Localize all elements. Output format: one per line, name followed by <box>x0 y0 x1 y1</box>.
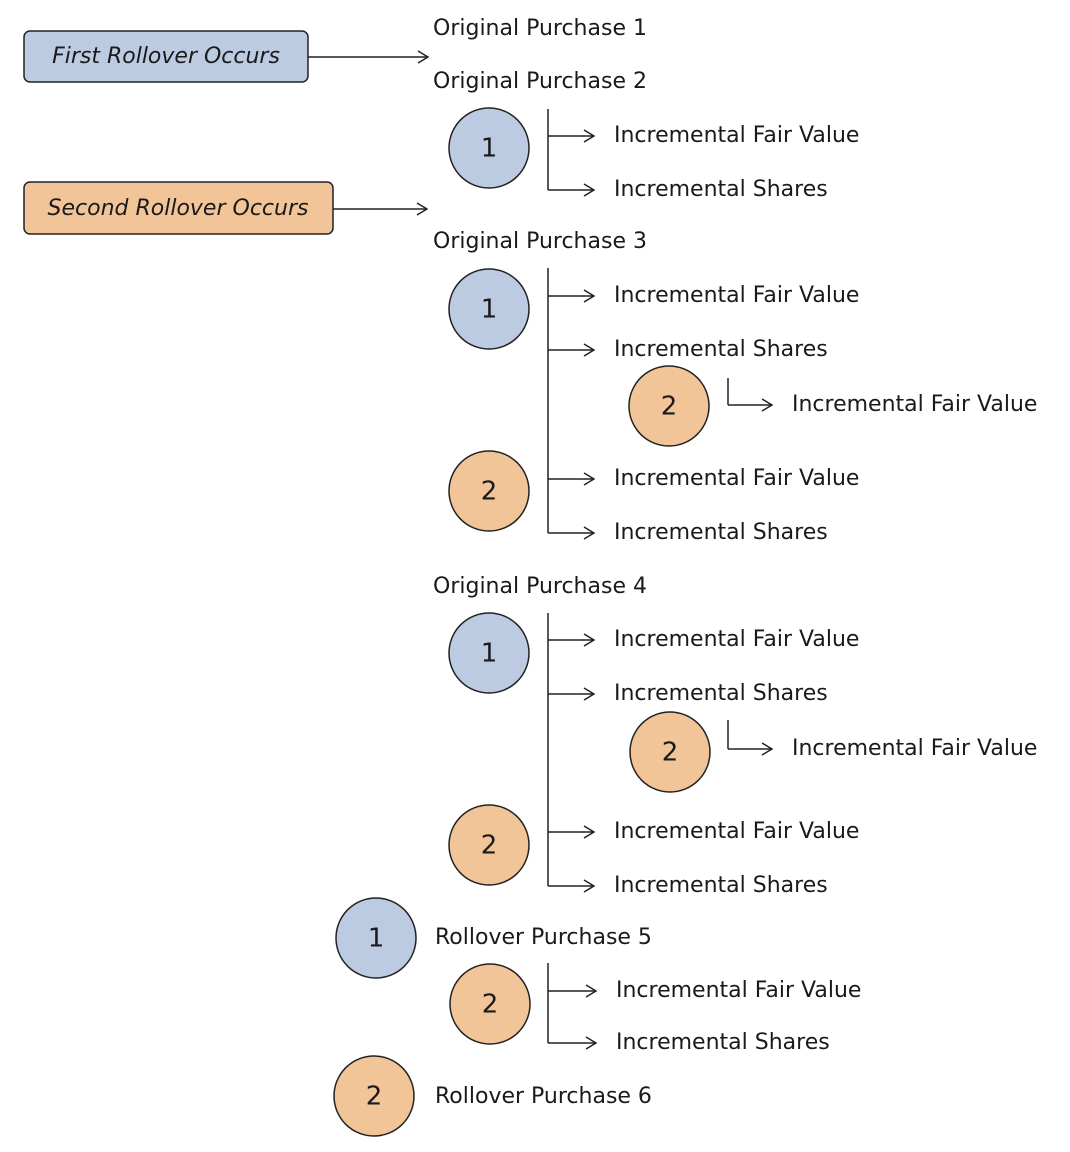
marker-number: 2 <box>481 831 498 861</box>
second-rollover-callout: Second Rollover Occurs <box>23 181 334 235</box>
heading-original-purchase-1: Original Purchase 1 <box>433 16 647 41</box>
heading-rollover-purchase-6: Rollover Purchase 6 <box>435 1084 652 1109</box>
second-rollover-label: Second Rollover Occurs <box>48 196 309 221</box>
marker-number: 2 <box>482 990 499 1020</box>
rollover-1-marker: 1 <box>448 612 530 694</box>
marker-number: 2 <box>662 738 679 768</box>
fair-value-label: Incremental Fair Value <box>614 123 859 148</box>
marker-number: 1 <box>481 134 498 164</box>
shares-label: Incremental Shares <box>614 177 828 202</box>
marker-number: 1 <box>481 639 498 669</box>
heading-original-purchase-4: Original Purchase 4 <box>433 574 647 599</box>
fair-value-label: Incremental Fair Value <box>616 978 861 1003</box>
fair-value-label: Incremental Fair Value <box>614 283 859 308</box>
rollover-2-marker: 2 <box>629 711 711 793</box>
first-rollover-label: First Rollover Occurs <box>52 44 280 69</box>
heading-original-purchase-2: Original Purchase 2 <box>433 69 647 94</box>
rollover-1-marker: 1 <box>448 268 530 350</box>
shares-label: Incremental Shares <box>614 681 828 706</box>
shares-label: Incremental Shares <box>614 337 828 362</box>
marker-number: 1 <box>368 924 385 954</box>
shares-label: Incremental Shares <box>614 873 828 898</box>
fair-value-label: Incremental Fair Value <box>614 466 859 491</box>
rollover-2-marker: 2 <box>449 963 531 1045</box>
fair-value-label: Incremental Fair Value <box>614 627 859 652</box>
shares-label: Incremental Shares <box>616 1030 830 1055</box>
marker-number: 2 <box>661 392 678 422</box>
first-rollover-callout: First Rollover Occurs <box>23 30 309 83</box>
heading-rollover-purchase-5: Rollover Purchase 5 <box>435 925 652 950</box>
branch-arrows <box>548 136 772 1043</box>
marker-number: 2 <box>481 477 498 507</box>
rollover-2-marker: 2 <box>448 450 530 532</box>
fair-value-label: Incremental Fair Value <box>792 392 1037 417</box>
marker-number: 2 <box>366 1082 383 1112</box>
shares-label: Incremental Shares <box>614 520 828 545</box>
fair-value-label: Incremental Fair Value <box>792 736 1037 761</box>
marker-number: 1 <box>481 295 498 325</box>
rollover-2-marker: 2 <box>448 804 530 886</box>
rollover-1-marker: 1 <box>448 107 530 189</box>
fair-value-label: Incremental Fair Value <box>614 819 859 844</box>
rollover-2-marker: 2 <box>333 1055 415 1137</box>
rollover-2-marker: 2 <box>628 365 710 447</box>
rollover-1-marker: 1 <box>335 897 417 979</box>
heading-original-purchase-3: Original Purchase 3 <box>433 229 647 254</box>
